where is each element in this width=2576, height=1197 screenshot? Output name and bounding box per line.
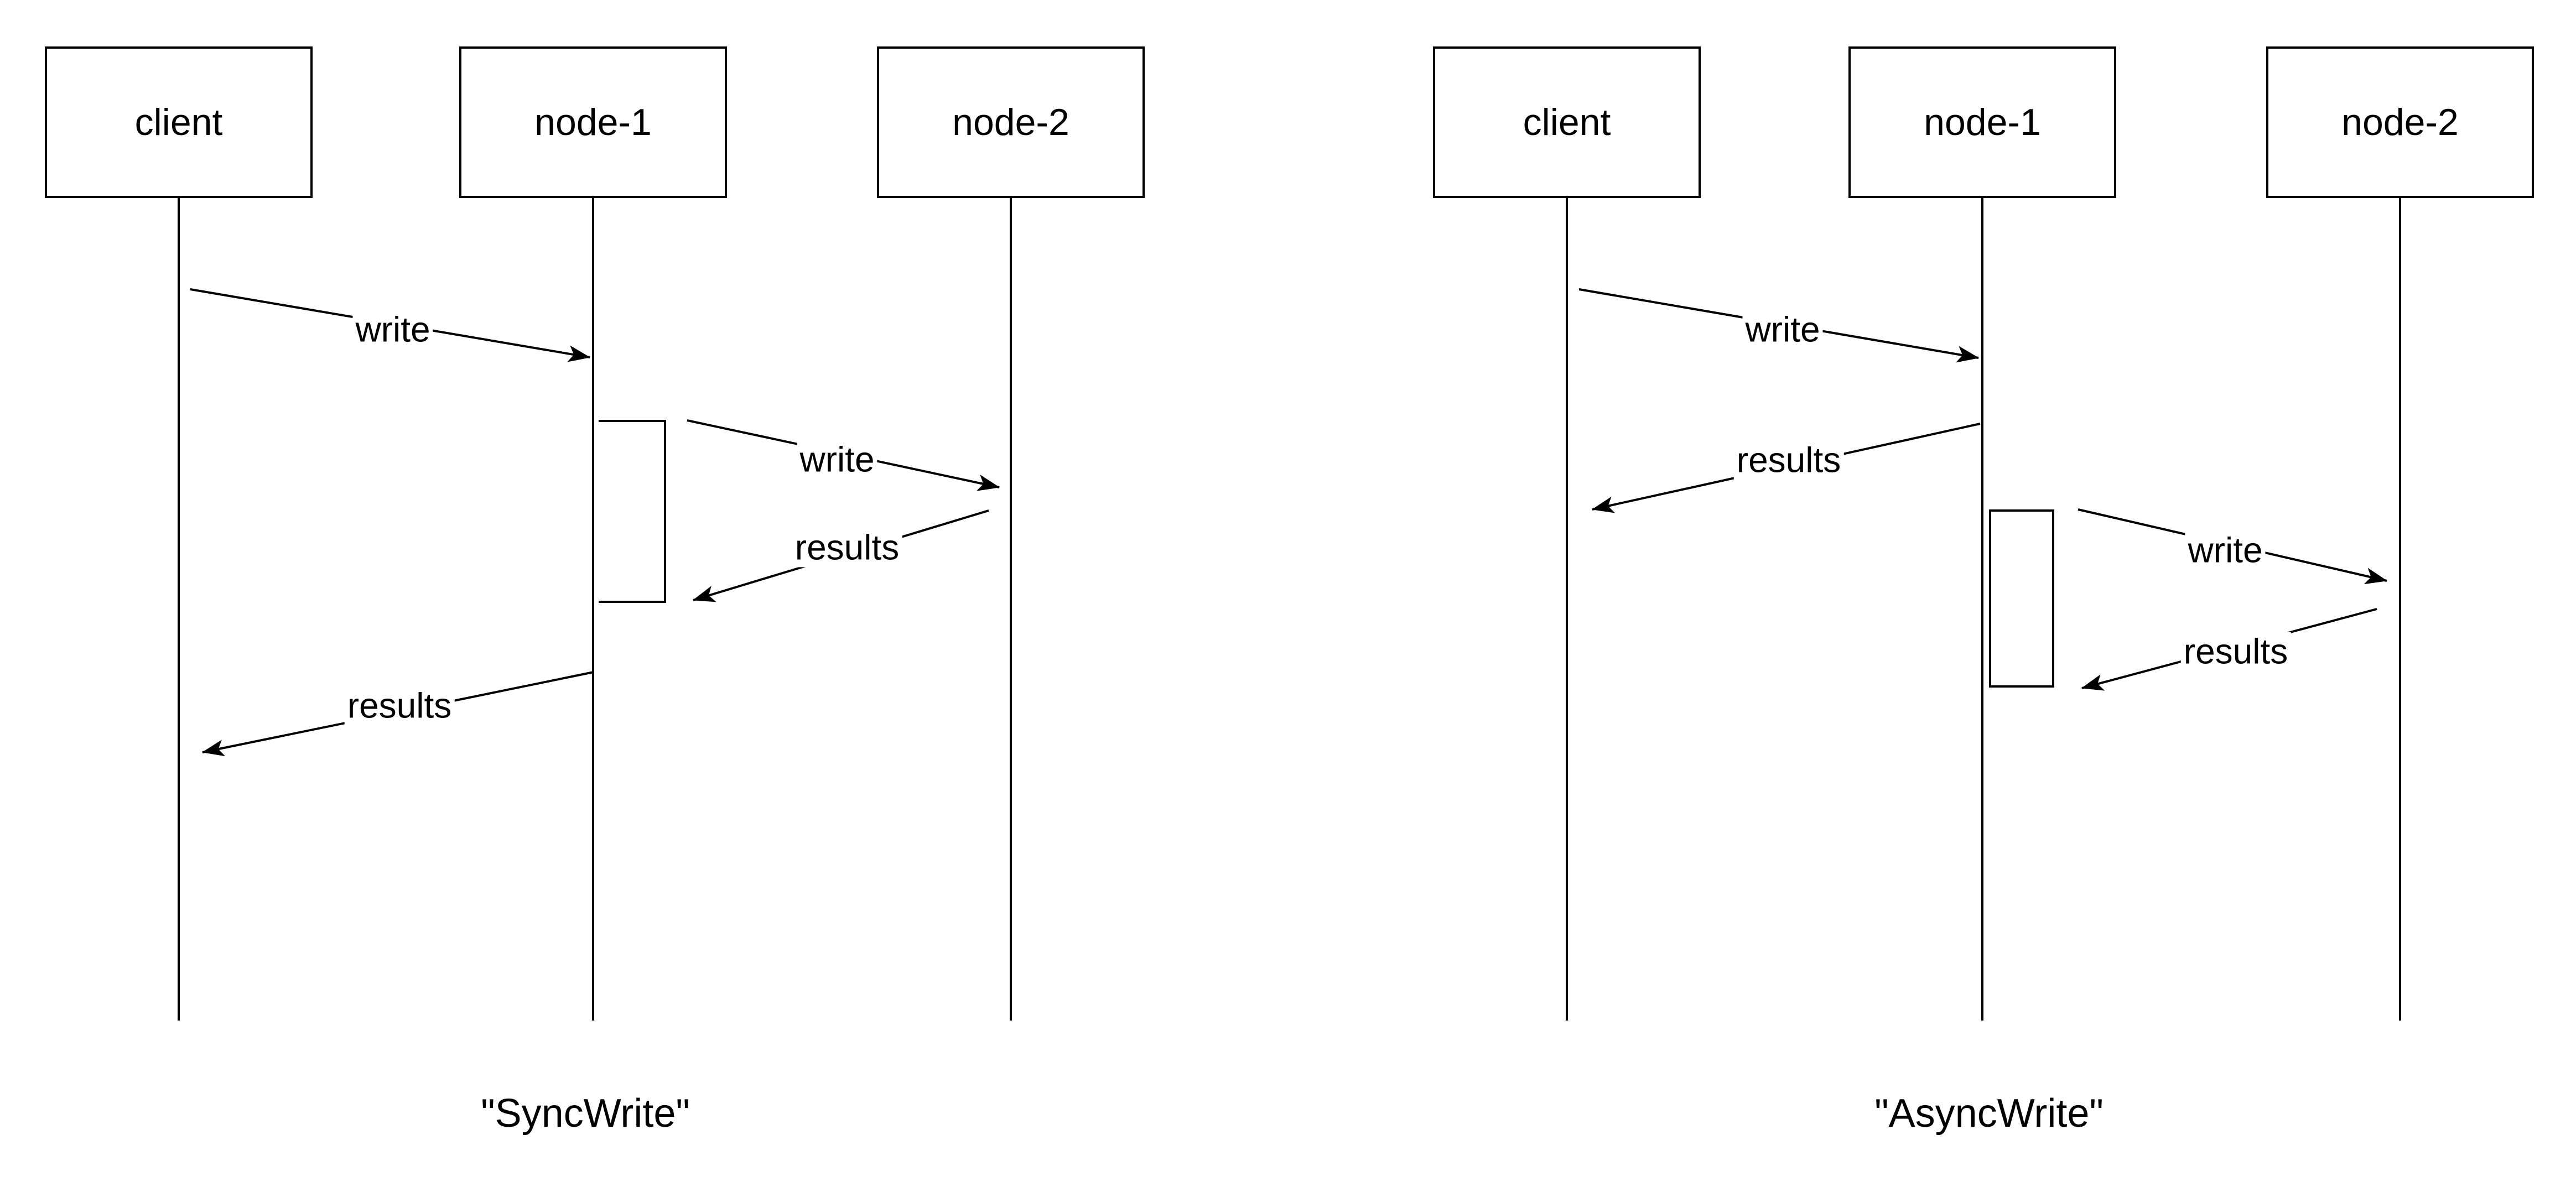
actor-box-sync-client: client — [45, 46, 313, 198]
message-label-sync-results-2: results — [344, 686, 455, 726]
actor-box-sync-node-1: node-1 — [459, 46, 727, 198]
actor-box-async-node-2: node-2 — [2266, 46, 2534, 198]
diagram-caption-asyncwrite: "AsyncWrite" — [1874, 1091, 2104, 1136]
message-label-async-write-2: write — [2185, 530, 2266, 570]
activation-box-async-node-1 — [1989, 509, 2054, 688]
actor-label-sync-client: client — [134, 101, 223, 143]
message-label-sync-write-2: write — [797, 440, 877, 480]
message-label-sync-results-1: results — [792, 528, 902, 568]
message-label-async-results-2: results — [2180, 632, 2291, 672]
message-label-sync-write-1: write — [352, 310, 433, 350]
actor-box-sync-node-2: node-2 — [877, 46, 1145, 198]
actor-box-async-client: client — [1433, 46, 1701, 198]
actor-box-async-node-1: node-1 — [1848, 46, 2116, 198]
diagram-caption-syncwrite: "SyncWrite" — [481, 1091, 690, 1136]
message-label-async-write-1: write — [1742, 310, 1823, 350]
activation-bracket-sync-node-1 — [599, 420, 666, 603]
actor-label-async-node-2: node-2 — [2341, 101, 2459, 143]
actor-label-async-client: client — [1523, 101, 1611, 143]
actor-label-sync-node-2: node-2 — [952, 101, 1069, 143]
actor-label-async-node-1: node-1 — [1924, 101, 2041, 143]
message-label-async-results-1: results — [1733, 440, 1844, 480]
actor-label-sync-node-1: node-1 — [534, 101, 652, 143]
